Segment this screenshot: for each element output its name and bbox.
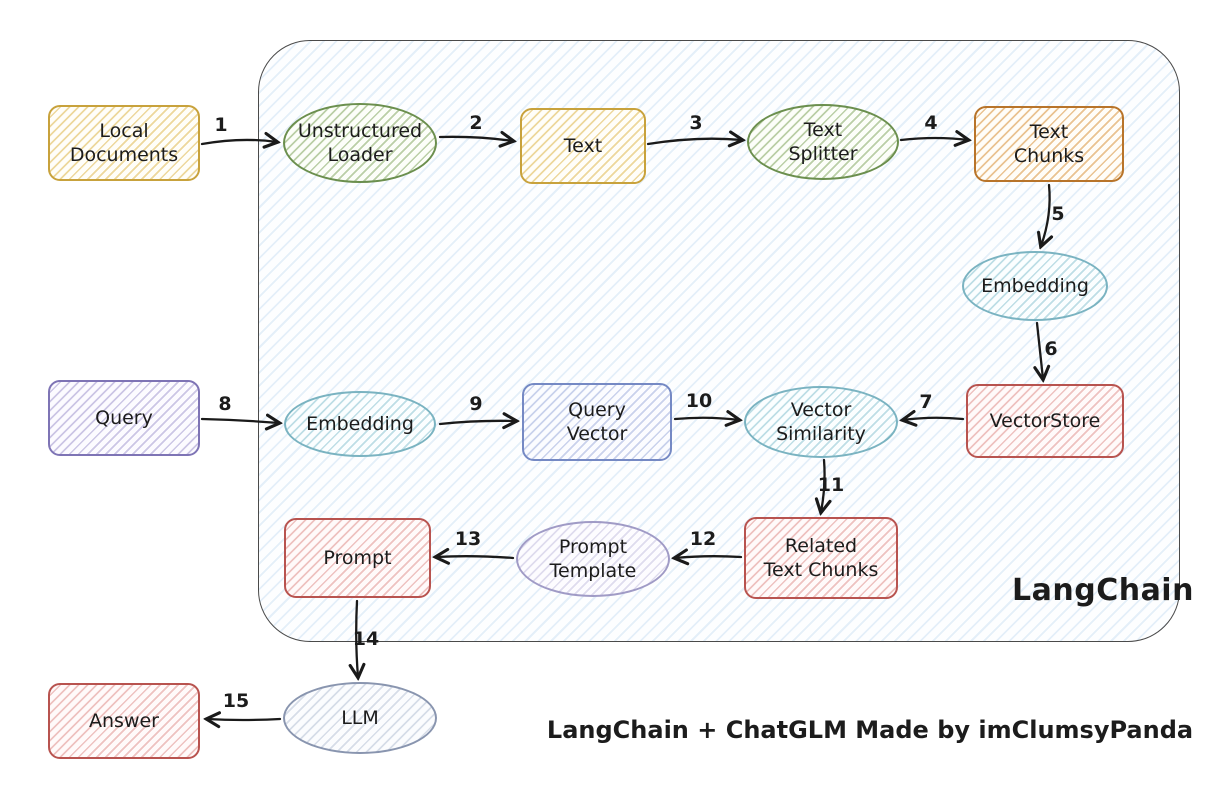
node-prompt-template: Prompt Template [516,521,670,597]
node-embedding-store: Embedding [962,251,1108,321]
edge-label-3: 3 [689,112,703,134]
node-text-chunks-label: Text Chunks [1013,120,1085,167]
node-related-text-chunks: Related Text Chunks [744,517,898,599]
edge-label-9: 9 [469,393,483,415]
node-answer: Answer [48,683,200,759]
node-text-splitter-label: Text Splitter [788,118,858,165]
node-query-vector-label: Query Vector [566,398,628,445]
node-query: Query [48,380,200,456]
edge-label-2: 2 [469,112,483,134]
langchain-title: LangChain [1012,573,1194,608]
node-embedding-store-label: Embedding [981,274,1089,297]
edge-label-7: 7 [919,391,933,413]
edge-label-15: 15 [222,690,250,712]
node-llm-label: LLM [341,706,379,729]
node-answer-label: Answer [89,709,159,732]
node-vector-similarity-label: Vector Similarity [776,398,866,445]
edge-label-6: 6 [1044,338,1058,360]
node-unstructured-loader-label: Unstructured Loader [297,119,423,166]
edge-label-14: 14 [352,628,380,650]
node-unstructured-loader: Unstructured Loader [283,103,437,183]
node-prompt: Prompt [284,518,431,598]
node-embedding-query-label: Embedding [306,412,414,435]
edge-label-10: 10 [685,390,713,412]
node-embedding-query: Embedding [284,391,436,457]
node-local-documents-label: Local Documents [69,119,179,166]
node-vectorstore-label: VectorStore [989,409,1101,432]
edge-label-5: 5 [1051,203,1065,225]
node-prompt-template-label: Prompt Template [549,535,637,582]
edge-label-13: 13 [454,528,482,550]
edge-label-12: 12 [689,528,717,550]
edge-label-1: 1 [214,114,228,136]
edge-label-8: 8 [218,393,232,415]
node-local-documents: Local Documents [48,105,200,181]
node-prompt-label: Prompt [323,546,392,569]
node-text-chunks: Text Chunks [974,106,1124,182]
node-text-splitter: Text Splitter [747,104,899,180]
node-text-label: Text [563,134,603,157]
edge-label-11: 11 [817,474,845,496]
node-related-text-chunks-label: Related Text Chunks [763,534,879,581]
node-query-label: Query [95,406,153,429]
edge-label-4: 4 [924,112,938,134]
node-llm: LLM [283,682,437,754]
node-vector-similarity: Vector Similarity [744,386,898,458]
node-text: Text [520,108,646,184]
diagram-caption: LangChain + ChatGLM Made by imClumsyPand… [546,716,1194,744]
arrow-15 [207,719,282,720]
node-vectorstore: VectorStore [966,384,1124,458]
node-query-vector: Query Vector [522,383,672,461]
